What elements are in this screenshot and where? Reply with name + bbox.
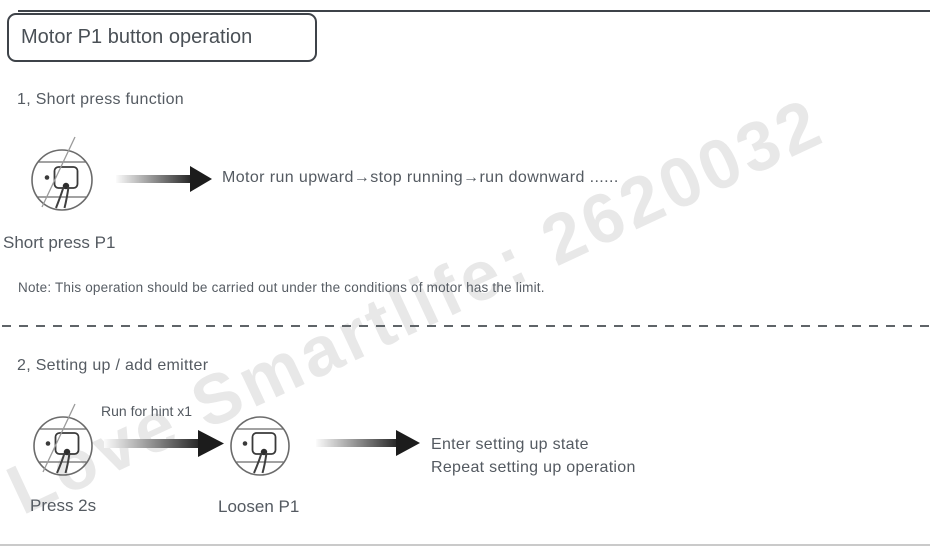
section1-result-text: Motor run upward→stop running→run downwa… <box>222 169 619 186</box>
short-press-caption: Short press P1 <box>3 233 116 252</box>
arrow-right-icon <box>316 430 420 456</box>
motor-press-icon <box>33 403 93 476</box>
section1-note: Note: This operation should be carried o… <box>18 280 545 295</box>
run-for-hint-label: Run for hint x1 <box>101 403 193 419</box>
motor-press-icon <box>31 136 93 211</box>
section2-result-text: Enter setting up state Repeat setting up… <box>431 433 636 479</box>
loosen-p1-caption: Loosen P1 <box>218 497 300 516</box>
enter-setting-line: Enter setting up state <box>431 436 589 453</box>
bottom-border-line <box>0 544 930 546</box>
section2-heading: 2, Setting up / add emitter <box>17 357 209 374</box>
arrow-right-icon <box>104 430 224 457</box>
motor-loosen-icon <box>230 416 290 476</box>
section-divider-dashed <box>2 325 930 327</box>
page-title-box: Motor P1 button operation <box>7 13 317 62</box>
press-2s-caption: Press 2s <box>30 496 97 515</box>
section1-heading: 1, Short press function <box>17 91 184 108</box>
arrow-right-icon <box>116 166 212 192</box>
page-title: Motor P1 button operation <box>21 26 253 48</box>
top-border-line <box>18 10 930 12</box>
repeat-setting-line: Repeat setting up operation <box>431 459 636 476</box>
